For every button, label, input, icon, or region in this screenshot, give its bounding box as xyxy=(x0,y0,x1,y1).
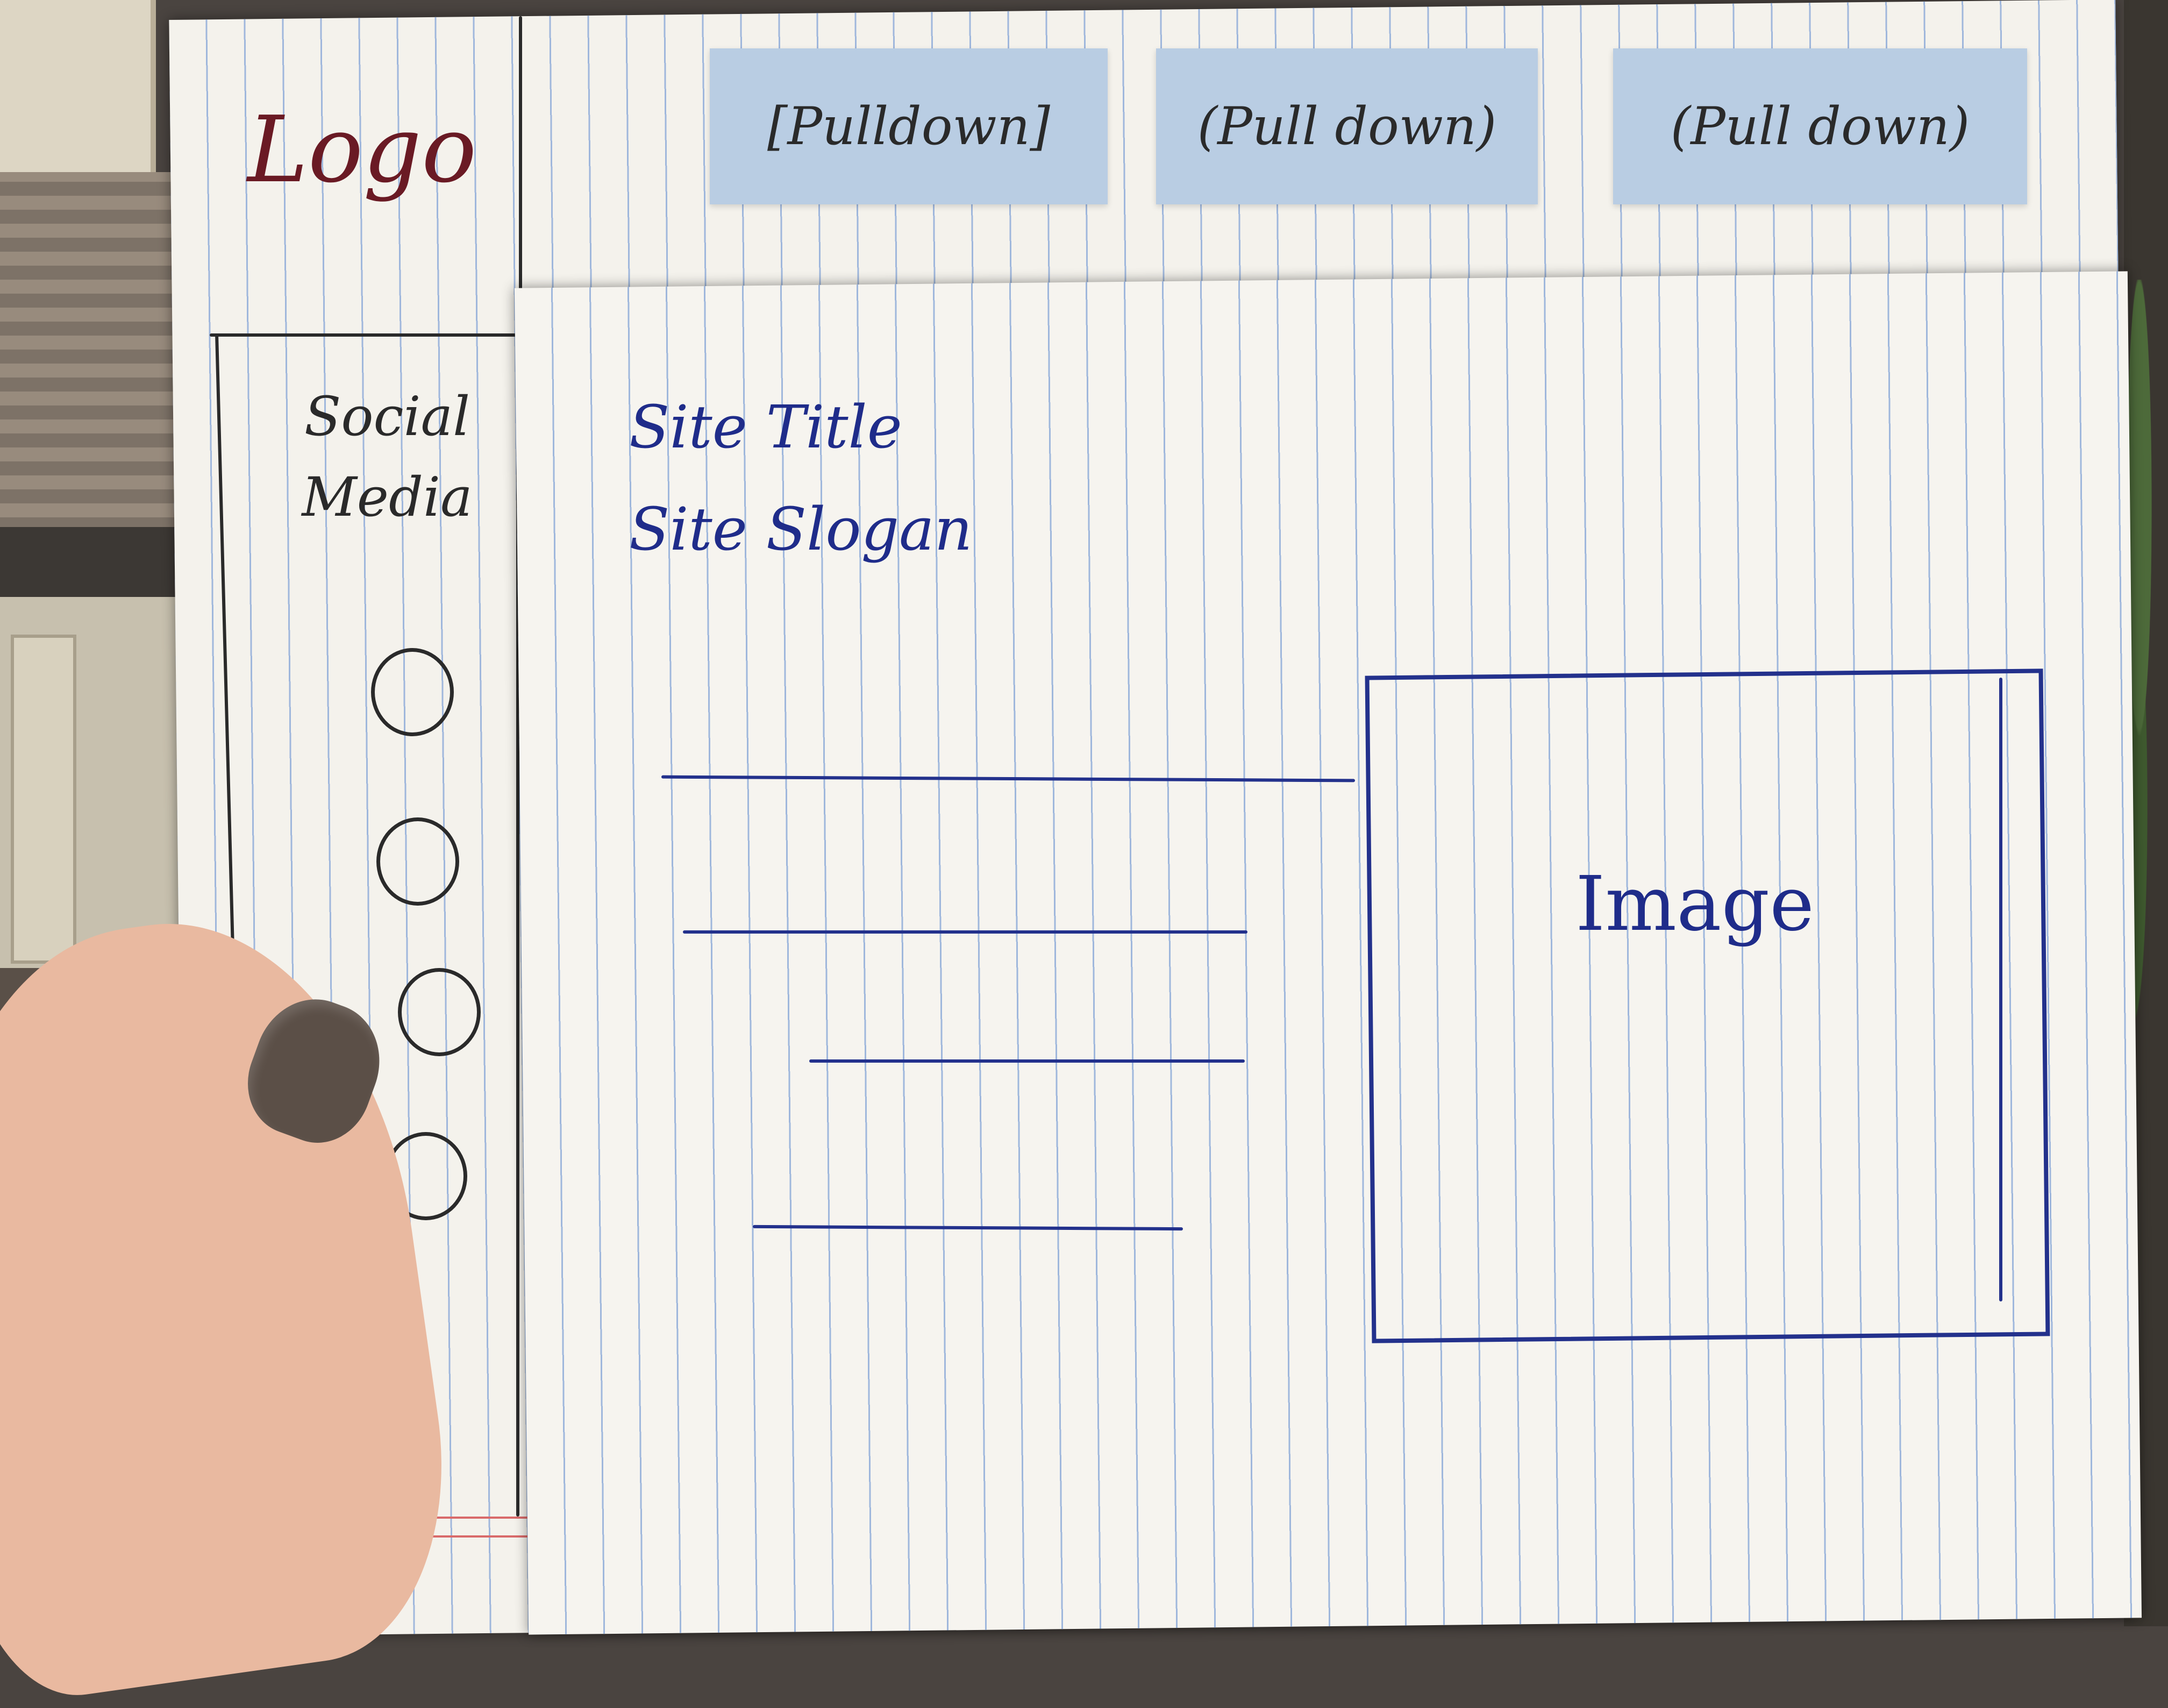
header-divider xyxy=(519,16,522,317)
nav-pulldown-2[interactable]: (Pull down) xyxy=(1156,48,1538,204)
site-title: Site Title xyxy=(629,393,902,461)
logo[interactable]: Logo xyxy=(247,97,477,203)
social-media-heading: Social Media xyxy=(285,376,489,538)
image-inner-line xyxy=(1999,678,2002,1301)
image-label: Image xyxy=(1575,860,1814,948)
social-title-line1: Social xyxy=(304,385,470,448)
kitchen-cabinet xyxy=(0,0,156,177)
cabinet-door xyxy=(11,635,76,964)
social-circle-icon[interactable] xyxy=(398,968,481,1056)
pulldown-label: [Pulldown] xyxy=(767,96,1050,156)
pulldown-label: (Pull down) xyxy=(1670,96,1970,156)
text-placeholder-line xyxy=(809,1059,1245,1063)
social-title-line2: Media xyxy=(302,466,473,529)
image-placeholder xyxy=(1365,668,2050,1343)
pulldown-label: (Pull down) xyxy=(1197,96,1497,156)
sidebar-right-border xyxy=(516,333,519,1517)
text-placeholder-line xyxy=(683,930,1247,934)
social-circle-icon[interactable] xyxy=(371,648,454,736)
social-circle-icon[interactable] xyxy=(376,817,459,906)
site-slogan: Site Slogan xyxy=(629,495,973,564)
nav-pulldown-3[interactable]: (Pull down) xyxy=(1613,48,2027,204)
nav-pulldown-1[interactable]: [Pulldown] xyxy=(710,48,1108,204)
header-bottom-line xyxy=(210,333,527,337)
